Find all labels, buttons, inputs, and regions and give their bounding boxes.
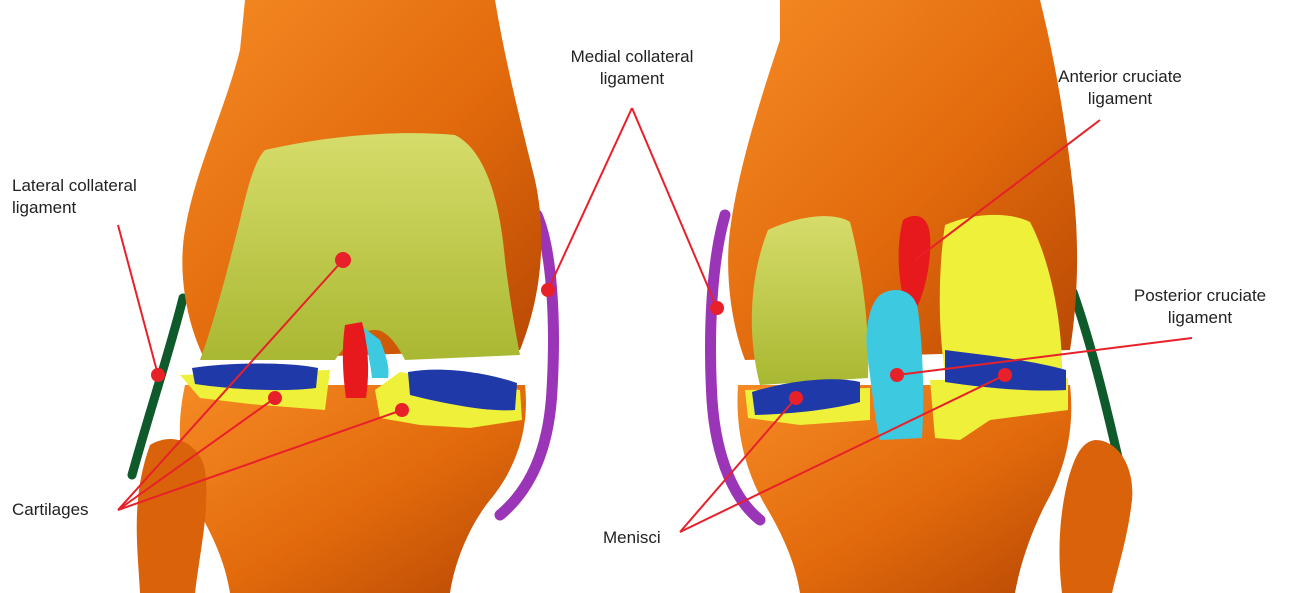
label-anterior-cruciate-line1: Anterior cruciate xyxy=(1040,66,1200,88)
dot-lateral-collateral xyxy=(151,368,165,382)
label-anterior-cruciate-line2: ligament xyxy=(1040,88,1200,110)
dot-medial-collateral-right xyxy=(710,301,724,315)
label-menisci: Menisci xyxy=(603,527,661,549)
dot-medial-collateral-left xyxy=(541,283,555,297)
pointer-medial-collateral-left xyxy=(548,108,632,290)
label-posterior-cruciate-line2: ligament xyxy=(1115,307,1285,329)
label-lateral-collateral-ligament: Lateral collateral ligament xyxy=(12,175,137,219)
anterior-cruciate-left xyxy=(343,322,368,398)
label-posterior-cruciate-line1: Posterior cruciate xyxy=(1115,285,1285,307)
dot-menisci-2 xyxy=(998,368,1012,382)
label-posterior-cruciate-ligament: Posterior cruciate ligament xyxy=(1115,285,1285,329)
femoral-cartilage-right-medial xyxy=(752,216,868,385)
left-knee xyxy=(132,0,553,593)
label-anterior-cruciate-ligament: Anterior cruciate ligament xyxy=(1040,66,1200,110)
label-medial-collateral-line1: Medial collateral xyxy=(552,46,712,68)
pointer-lateral-collateral xyxy=(118,225,158,375)
fibula-left xyxy=(137,439,207,593)
label-medial-collateral-line2: ligament xyxy=(552,68,712,90)
fibula-right xyxy=(1060,440,1133,593)
label-lateral-collateral-line1: Lateral collateral xyxy=(12,175,137,197)
dot-menisci-1 xyxy=(789,391,803,405)
dot-posterior-cruciate xyxy=(890,368,904,382)
dot-cartilage-3 xyxy=(395,403,409,417)
label-lateral-collateral-line2: ligament xyxy=(12,197,137,219)
dot-cartilage-2 xyxy=(268,391,282,405)
dot-cartilage-1 xyxy=(335,252,351,268)
label-cartilages: Cartilages xyxy=(12,499,89,521)
label-medial-collateral-ligament: Medial collateral ligament xyxy=(552,46,712,90)
meniscus-left-lateral xyxy=(192,364,318,391)
pointer-medial-collateral-right xyxy=(632,108,717,308)
